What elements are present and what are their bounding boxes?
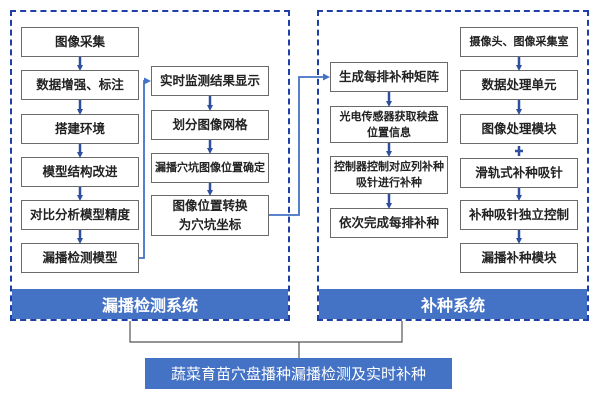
- step-controller-reseed: 控制器控制对应列补种 吸针进行补种: [330, 156, 448, 194]
- module-data-processing: 数据处理单元: [460, 70, 578, 100]
- detection-system-panel: 漏播检测系统: [10, 10, 290, 321]
- module-needle-control: 补种吸针独立控制: [460, 200, 578, 230]
- connector-systems-to-title: [129, 321, 403, 343]
- step-compare-accuracy: 对比分析模型精度: [21, 200, 139, 230]
- step-build-environment: 搭建环境: [21, 114, 139, 144]
- module-camera-chamber: 摄像头、图像采集室: [460, 27, 578, 57]
- step-detection-model: 漏播检测模型: [21, 243, 139, 273]
- step-grid-division: 划分图像网格: [151, 110, 269, 140]
- step-realtime-display: 实时监测结果显示: [151, 66, 269, 96]
- detection-system-label: 漏播检测系统: [12, 289, 288, 319]
- step-model-improvement: 模型结构改进: [21, 157, 139, 187]
- module-slide-needle: 滑轨式补种吸针: [460, 158, 578, 188]
- step-data-augmentation: 数据增强、标注: [21, 70, 139, 100]
- step-complete-rows: 依次完成每排补种: [330, 208, 448, 238]
- module-reseed: 漏播补种模块: [460, 243, 578, 273]
- step-coordinate-transform: 图像位置转换 为穴坑坐标: [151, 195, 269, 236]
- step-image-acquisition: 图像采集: [21, 27, 139, 57]
- overall-title: 蔬菜育苗穴盘播种漏播检测及实时补种: [145, 358, 452, 389]
- step-generate-matrix: 生成每排补种矩阵: [330, 62, 448, 92]
- step-locate-missed-cell: 漏播穴坑图像位置确定: [151, 153, 269, 183]
- step-sensor-position: 光电传感器获取秧盘 位置信息: [330, 106, 448, 143]
- module-image-processing: 图像处理模块: [460, 114, 578, 144]
- reseeding-system-panel: 补种系统: [317, 10, 589, 321]
- reseeding-system-label: 补种系统: [319, 289, 587, 319]
